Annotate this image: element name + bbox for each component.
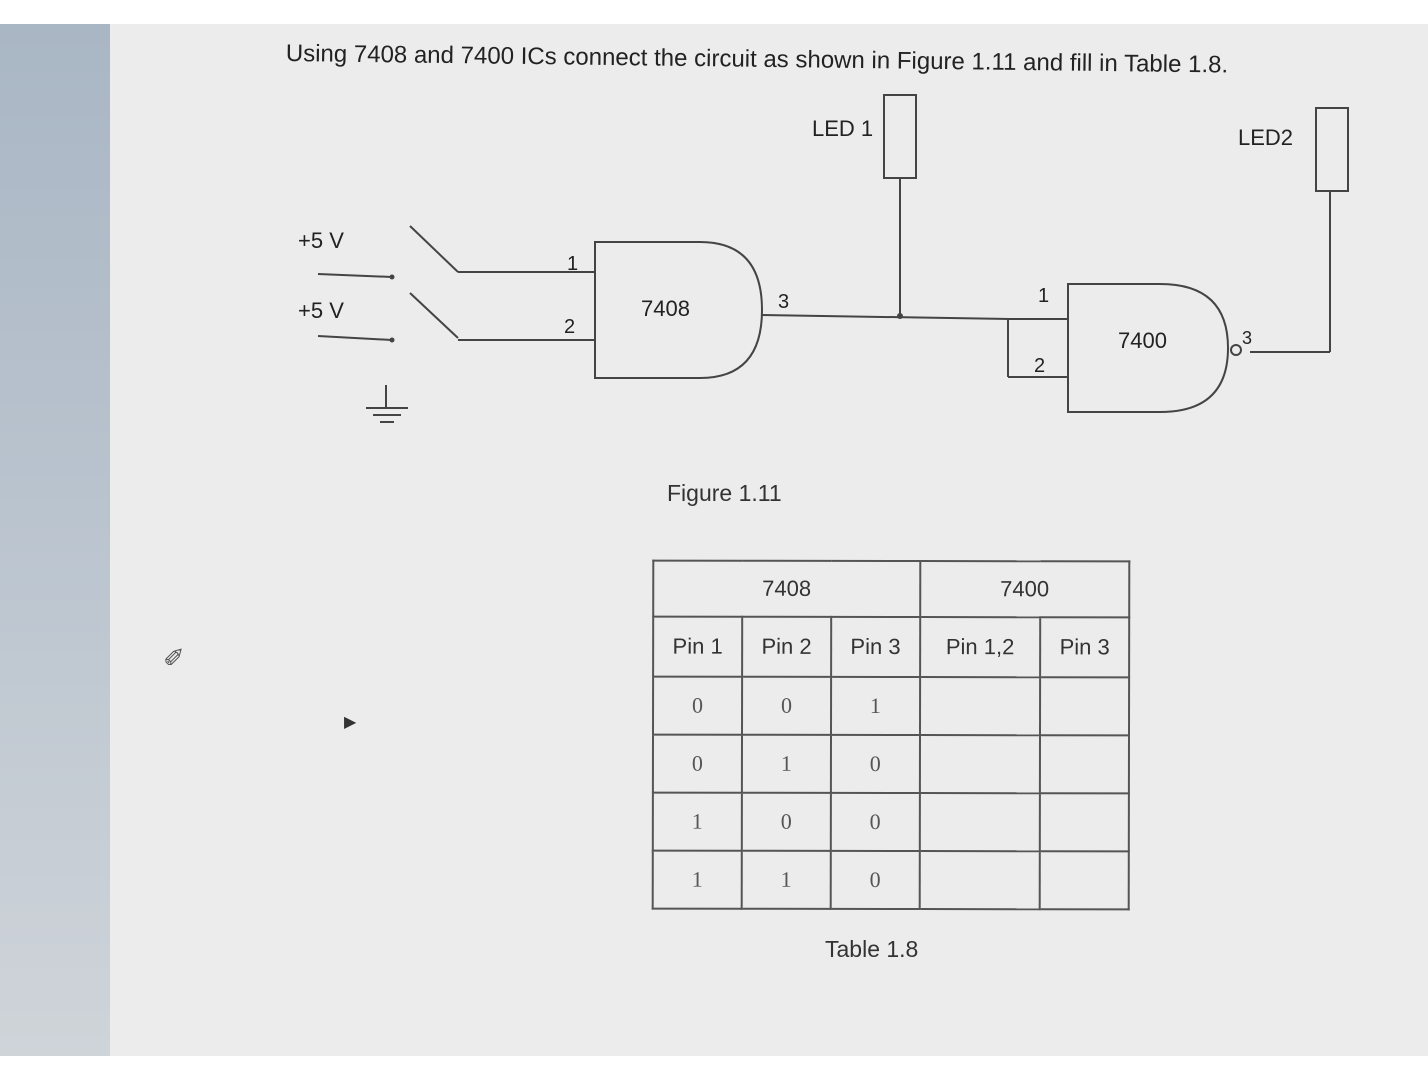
gate2-pin1-label: 1 <box>1038 285 1049 307</box>
triangle-arrow-icon: ▶ <box>344 714 357 731</box>
table-cell <box>919 851 1040 910</box>
table-row: 1 1 0 <box>652 850 1129 910</box>
table-cell: 0 <box>741 792 831 851</box>
table-cell: 0 <box>741 676 831 735</box>
gate1-pin2-label: 2 <box>564 316 575 338</box>
table-row: 1 0 0 <box>652 792 1129 852</box>
table-cell: 1 <box>652 850 742 909</box>
gate1-pin3-label: 3 <box>778 291 789 313</box>
gate2-pin2-label: 2 <box>1034 355 1045 377</box>
table-cell: 0 <box>830 792 920 852</box>
table-cell <box>1039 735 1129 794</box>
and-gate-7408 <box>594 241 764 379</box>
gate2-pin3-label: 3 <box>1242 328 1252 348</box>
group-header-7408: 7408 <box>653 560 921 618</box>
truth-table: 7408 7400 Pin 1 Pin 2 Pin 3 Pin 1,2 Pin … <box>652 560 1131 911</box>
table-row: 0 1 0 <box>652 734 1129 794</box>
junction-dot <box>897 313 903 319</box>
table-cell <box>1040 677 1130 736</box>
figure-caption: Figure 1.11 <box>667 480 782 506</box>
table-cell: 1 <box>652 792 742 851</box>
table-row: 0 0 1 <box>653 676 1130 736</box>
bottom-border <box>0 1056 1428 1080</box>
table-column-header-row: Pin 1 Pin 2 Pin 3 Pin 1,2 Pin 3 <box>653 616 1130 678</box>
table-group-header-row: 7408 7400 <box>653 560 1130 618</box>
column-header: Pin 3 <box>830 616 921 678</box>
table-cell <box>919 793 1040 852</box>
table-cell: 0 <box>830 850 920 910</box>
table-cell <box>919 677 1041 736</box>
gate2-label: 7400 <box>1118 328 1167 353</box>
group-header-7400: 7400 <box>920 561 1130 618</box>
column-header: Pin 1,2 <box>919 617 1041 678</box>
table-cell: 0 <box>653 676 743 735</box>
table-cell: 0 <box>652 734 742 793</box>
top-border <box>0 0 1428 24</box>
gate1-label: 7408 <box>641 296 690 321</box>
nand-gate-7400 <box>1067 283 1230 413</box>
led1-symbol <box>883 94 917 179</box>
table-cell <box>1039 793 1129 852</box>
table-caption: Table 1.8 <box>825 936 919 962</box>
table-cell: 1 <box>830 676 920 736</box>
table-cell: 1 <box>741 850 831 909</box>
ground-icon <box>366 385 408 423</box>
table-cell: 0 <box>830 734 920 794</box>
column-header: Pin 3 <box>1040 617 1130 678</box>
column-header: Pin 2 <box>742 616 832 677</box>
led1-label: LED 1 <box>812 116 873 141</box>
table-cell <box>919 735 1041 794</box>
pin-cursor-icon: ✐ <box>163 643 185 673</box>
document-page <box>0 24 1428 1056</box>
gate1-pin1-label: 1 <box>567 253 578 275</box>
supply2-label: +5 V <box>298 298 344 323</box>
supply1-label: +5 V <box>298 228 344 253</box>
nand-bubble <box>1230 344 1242 356</box>
column-header: Pin 1 <box>653 616 743 677</box>
left-margin <box>0 24 110 1056</box>
table-cell <box>1039 851 1129 910</box>
table-cell: 1 <box>741 734 831 793</box>
led2-symbol <box>1315 107 1349 192</box>
circuit-diagram: LED 1 LED2 +5 V +5 V 7408 7400 1 2 3 1 2… <box>298 94 1349 423</box>
led2-label: LED2 <box>1238 125 1293 150</box>
